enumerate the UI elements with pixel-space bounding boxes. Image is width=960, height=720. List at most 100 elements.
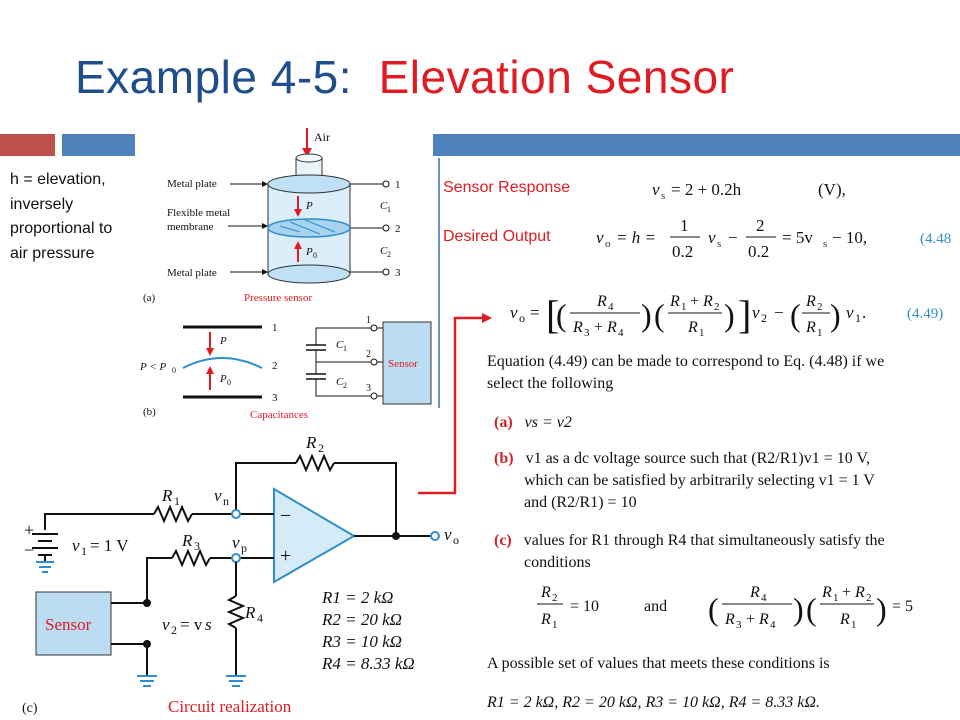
eq-desired-den2: 0.2 [748,242,769,261]
item-c-line-1: values for R1 through R4 that simultaneo… [523,532,885,549]
item-b-line-2: which can be satisfied by arbitrarily se… [524,472,875,489]
svg-text:P: P [219,373,227,385]
accent-bar-red [0,134,55,156]
svg-text:membrane: membrane [167,221,214,233]
condition-eq2: = 5 [892,598,913,615]
svg-text:Metal plate: Metal plate [167,178,217,190]
svg-text:R: R [724,611,735,628]
svg-text:P: P [305,246,313,258]
svg-text:R2 = 20 kΩ: R2 = 20 kΩ [321,610,402,629]
eq-desired-num1: 1 [680,216,689,235]
svg-text:1: 1 [387,205,391,214]
svg-text:R: R [596,293,607,310]
svg-text:=: = [530,303,540,322]
svg-text:n: n [223,494,229,508]
svg-text:2: 2 [366,349,371,360]
svg-text:−: − [280,505,291,527]
eq-448-number: (4.48 [920,231,951,247]
svg-text:1: 1 [699,327,705,339]
svg-text:.: . [862,303,866,322]
svg-text:): ) [724,297,735,333]
accent-bar-blue-long [433,134,960,156]
svg-text:R4 = 8.33 kΩ: R4 = 8.33 kΩ [321,654,415,673]
svg-text:1: 1 [855,311,861,325]
item-b: (b) v1 as a dc voltage source such that … [494,448,875,514]
note-line-3: proportional to [10,220,113,237]
svg-text:3: 3 [584,327,590,339]
svg-text:R1 = 2 kΩ: R1 = 2 kΩ [321,588,393,607]
svg-text:C: C [380,245,388,257]
eq-449-number: (4.49) [907,306,943,322]
svg-text:R: R [805,319,816,336]
final-values: R1 = 2 kΩ, R2 = 20 kΩ, R3 = 10 kΩ, R4 = … [487,694,820,711]
svg-text:P: P [305,200,313,212]
svg-text:R: R [540,584,551,601]
svg-text:3: 3 [395,267,401,279]
svg-text:R: R [244,603,256,622]
desired-output-label: Desired Output [443,228,551,245]
svg-text:R: R [572,319,583,336]
sensor-response-label: Sensor Response [443,179,571,196]
svg-text:1: 1 [552,619,558,631]
title-example: Example 4-5: [75,51,353,103]
svg-text:o: o [519,311,525,325]
svg-text:Capacitances: Capacitances [250,409,308,421]
item-a-line-1: vs = v2 [524,414,572,431]
svg-text:C: C [380,200,388,212]
svg-text:2: 2 [343,381,347,390]
eq-desired-vsub: s [717,238,721,250]
svg-text:P < P: P < P [139,361,166,373]
svg-text:2: 2 [395,223,401,235]
svg-text:(a): (a) [143,292,156,304]
svg-text:v: v [444,525,452,544]
svg-text:C: C [336,339,344,351]
eq-desired-sub: o [605,238,611,250]
svg-text:2: 2 [272,360,278,372]
svg-text:1: 1 [817,327,823,339]
svg-text:R: R [687,319,698,336]
svg-text:−: − [24,540,34,560]
svg-text:2: 2 [318,441,324,455]
slide-title: Example 4-5: Elevation Sensor [75,50,734,104]
eq-desired-tail: − 10, [832,228,867,247]
svg-text:): ) [641,297,652,333]
eq-desired-rhs-sub: s [823,238,827,250]
svg-text:Sensor: Sensor [45,615,92,634]
condition-and: and [644,598,667,615]
svg-text:]: ] [738,292,751,337]
item-b-line-3: and (R2/R1) = 10 [524,494,637,511]
svg-text:+: + [280,545,291,567]
item-b-line-1: v1 as a dc voltage source such that (R2/… [525,450,870,467]
svg-text:): ) [830,297,841,333]
svg-text:R: R [758,611,769,628]
svg-text:+: + [690,293,699,310]
elevation-note: h = elevation, inversely proportional to… [10,168,170,266]
svg-text:+: + [24,520,34,540]
connector-arrow [418,313,492,495]
svg-text:= v: = v [180,615,203,634]
eq-sensor-unit: (V), [818,180,846,199]
closing-text: A possible set of values that meets thes… [487,655,830,672]
svg-text:(: ( [654,297,665,333]
eq-desired-lhs: v [596,228,604,247]
svg-text:R: R [805,293,816,310]
svg-text:2: 2 [817,301,823,313]
svg-text:4: 4 [761,592,767,604]
svg-text:R: R [669,293,680,310]
svg-text:): ) [793,591,804,627]
svg-text:v: v [72,536,80,555]
svg-text:(c): (c) [22,701,38,716]
svg-text:Flexible metal: Flexible metal [167,207,230,219]
svg-text:Sensor: Sensor [388,358,418,370]
svg-text:R: R [749,584,760,601]
svg-text:1: 1 [343,344,347,353]
svg-text:−: − [774,303,784,322]
svg-text:2: 2 [714,301,720,313]
title-topic: Elevation Sensor [378,51,735,103]
svg-text:(: ( [806,591,817,627]
svg-text:+: + [594,319,603,336]
svg-text:s: s [205,615,212,634]
svg-text:R: R [305,433,317,452]
svg-text:1: 1 [272,322,278,334]
equation-desired-output: v o = h = 1 0.2 v s − 2 0.2 = 5v s − 10,… [596,216,951,261]
